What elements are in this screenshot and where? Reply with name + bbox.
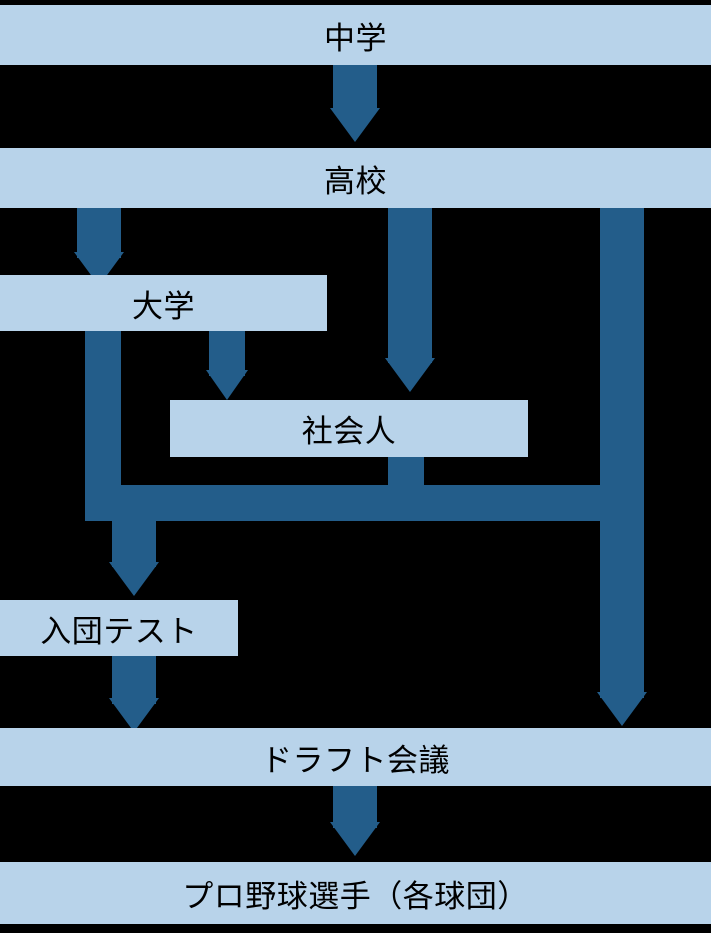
- node-high-school: 高校: [0, 148, 711, 208]
- merge-bus-right-leg: [600, 457, 644, 521]
- edge-high-school-to-draft-head: [597, 692, 647, 726]
- node-junior-high: 中学: [0, 5, 711, 65]
- edge-junior-high-to-high-school-shaft: [333, 65, 377, 110]
- node-corporate-league: 社会人: [170, 400, 528, 457]
- merge-bus-horizontal: [85, 485, 644, 521]
- edge-draft-to-pro-shaft: [333, 786, 377, 828]
- node-university-label: 大学: [132, 288, 195, 324]
- edge-university-to-corporate-shaft: [209, 331, 245, 376]
- node-draft-meeting: ドラフト会議: [0, 728, 711, 786]
- node-corporate-league-label: 社会人: [301, 414, 397, 449]
- edge-high-school-to-draft-shaft: [600, 208, 644, 698]
- edge-junior-high-to-high-school-head: [330, 108, 380, 142]
- node-junior-high-label: 中学: [324, 20, 387, 56]
- edge-draft-to-pro-head: [330, 822, 380, 856]
- node-pro-player-label: プロ野球選手（各球団）: [182, 878, 529, 914]
- node-tryout-label: 入団テスト: [40, 613, 198, 649]
- edge-tryout-to-draft-head: [109, 698, 159, 732]
- edge-tryout-to-draft-shaft: [112, 656, 156, 704]
- edge-university-to-corporate-head: [206, 370, 248, 400]
- node-tryout: 入団テスト: [0, 600, 238, 656]
- edge-high-school-to-corporate-shaft: [388, 208, 432, 363]
- edge-merge-to-tryout-head: [109, 562, 159, 596]
- node-high-school-label: 高校: [324, 163, 387, 199]
- node-university: 大学: [0, 275, 327, 331]
- node-pro-player: プロ野球選手（各球団）: [0, 862, 711, 924]
- edge-high-school-to-corporate-head: [385, 358, 435, 392]
- edge-high-school-to-university-shaft: [77, 208, 121, 258]
- node-draft-meeting-label: ドラフト会議: [261, 742, 450, 778]
- edge-merge-to-tryout-shaft: [112, 521, 156, 567]
